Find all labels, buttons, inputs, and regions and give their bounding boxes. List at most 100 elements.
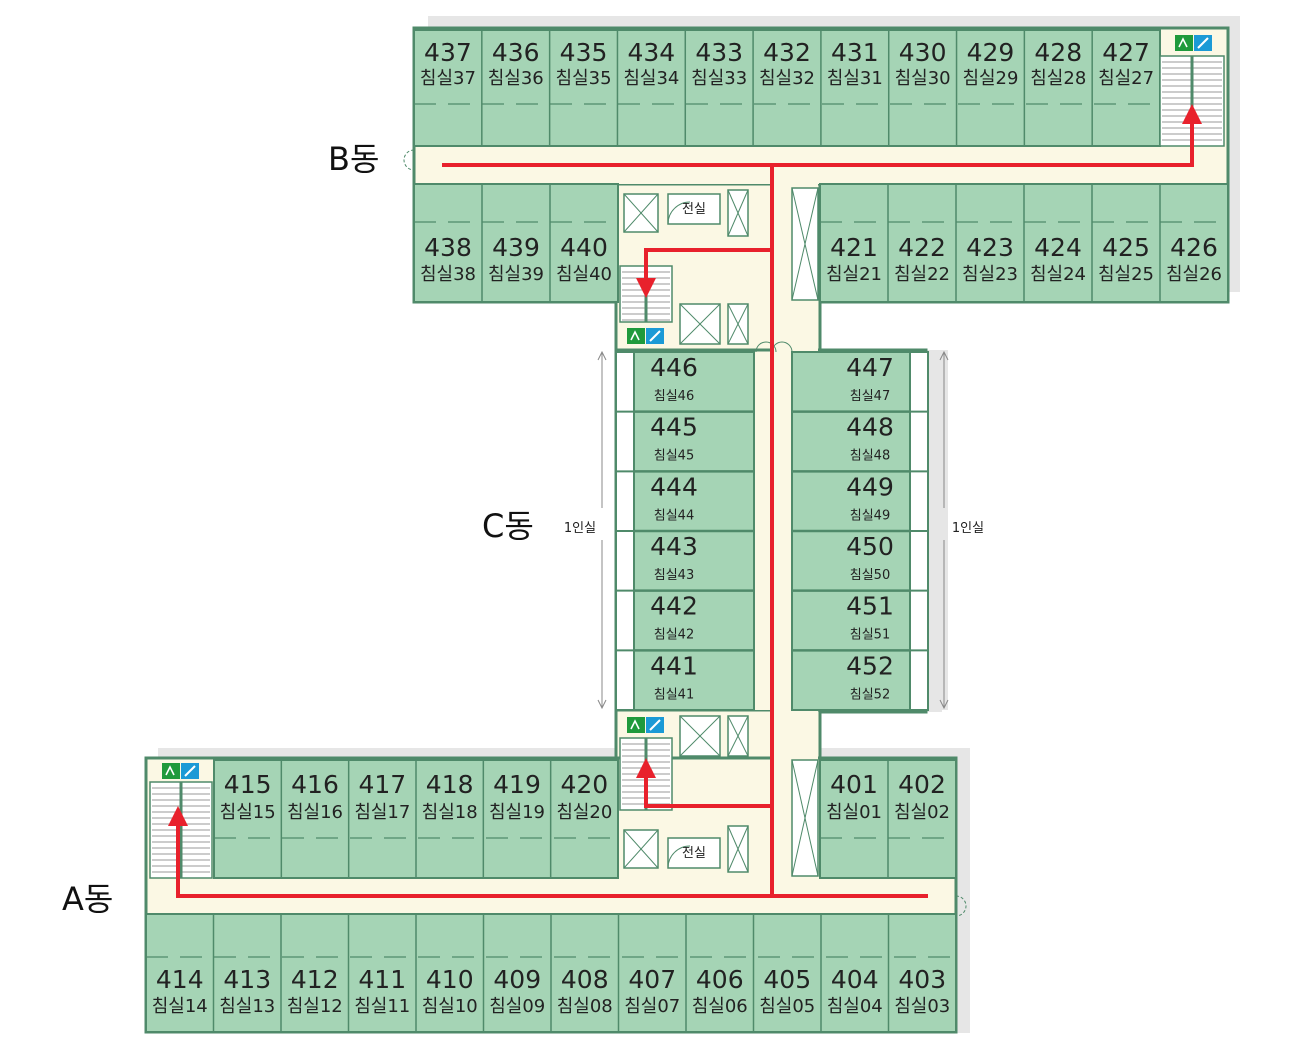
exit-sign-a [162, 763, 199, 779]
shaft-cross [727, 189, 749, 237]
route-a-arrow-icon [168, 806, 188, 826]
room-number: 405 [763, 965, 811, 994]
room-name: 침실21 [826, 264, 882, 285]
shaft-cross [679, 303, 721, 345]
room-name: 침실28 [1030, 68, 1086, 89]
room-name: 침실38 [420, 264, 476, 285]
shaft-cross [623, 193, 659, 233]
room-name: 침실50 [850, 568, 890, 583]
exit-slash-icon [649, 719, 661, 731]
room-name: 침실42 [654, 628, 694, 643]
room-name: 침실26 [1166, 264, 1222, 285]
exit-icon [627, 717, 645, 733]
electric-room-box [667, 837, 721, 869]
room-block [413, 29, 1161, 147]
room-number: 424 [1034, 233, 1082, 262]
route-c-bottom [644, 250, 774, 808]
room-name: 침실01 [826, 802, 882, 823]
electric-room-label: 전실 [682, 846, 706, 861]
wing-a-label: A동 [62, 880, 113, 918]
a-top-left-rooms [213, 759, 619, 879]
room-number: 406 [696, 965, 744, 994]
shaft-cross [623, 829, 659, 869]
shaft-cross [727, 825, 749, 873]
wing-b-label: B동 [328, 140, 379, 178]
room-name: 침실16 [287, 802, 343, 823]
room-name: 침실23 [962, 264, 1018, 285]
room-number: 433 [695, 38, 743, 67]
electric-room-bottom[interactable]: 전실 [667, 837, 721, 869]
room-name: 침실17 [354, 802, 410, 823]
room-number: 436 [492, 38, 540, 67]
room-number: 448 [846, 413, 894, 442]
door-b-end-icon [403, 149, 415, 171]
elevator-c-mid-2 [727, 303, 749, 345]
route-b-arrow-icon [1182, 104, 1202, 124]
room-number: 414 [156, 965, 204, 994]
exit-runner-icon [630, 330, 640, 341]
room-number: 410 [426, 965, 474, 994]
electric-room-top[interactable]: 전실 [667, 193, 721, 225]
room-number: 403 [898, 965, 946, 994]
room-name: 침실13 [219, 996, 275, 1017]
room-name: 침실52 [850, 687, 890, 702]
elevator-c-top-1 [623, 193, 659, 233]
room-name: 침실41 [654, 687, 694, 702]
a-bottom-rooms [145, 913, 957, 1033]
room-name: 침실44 [654, 508, 694, 523]
